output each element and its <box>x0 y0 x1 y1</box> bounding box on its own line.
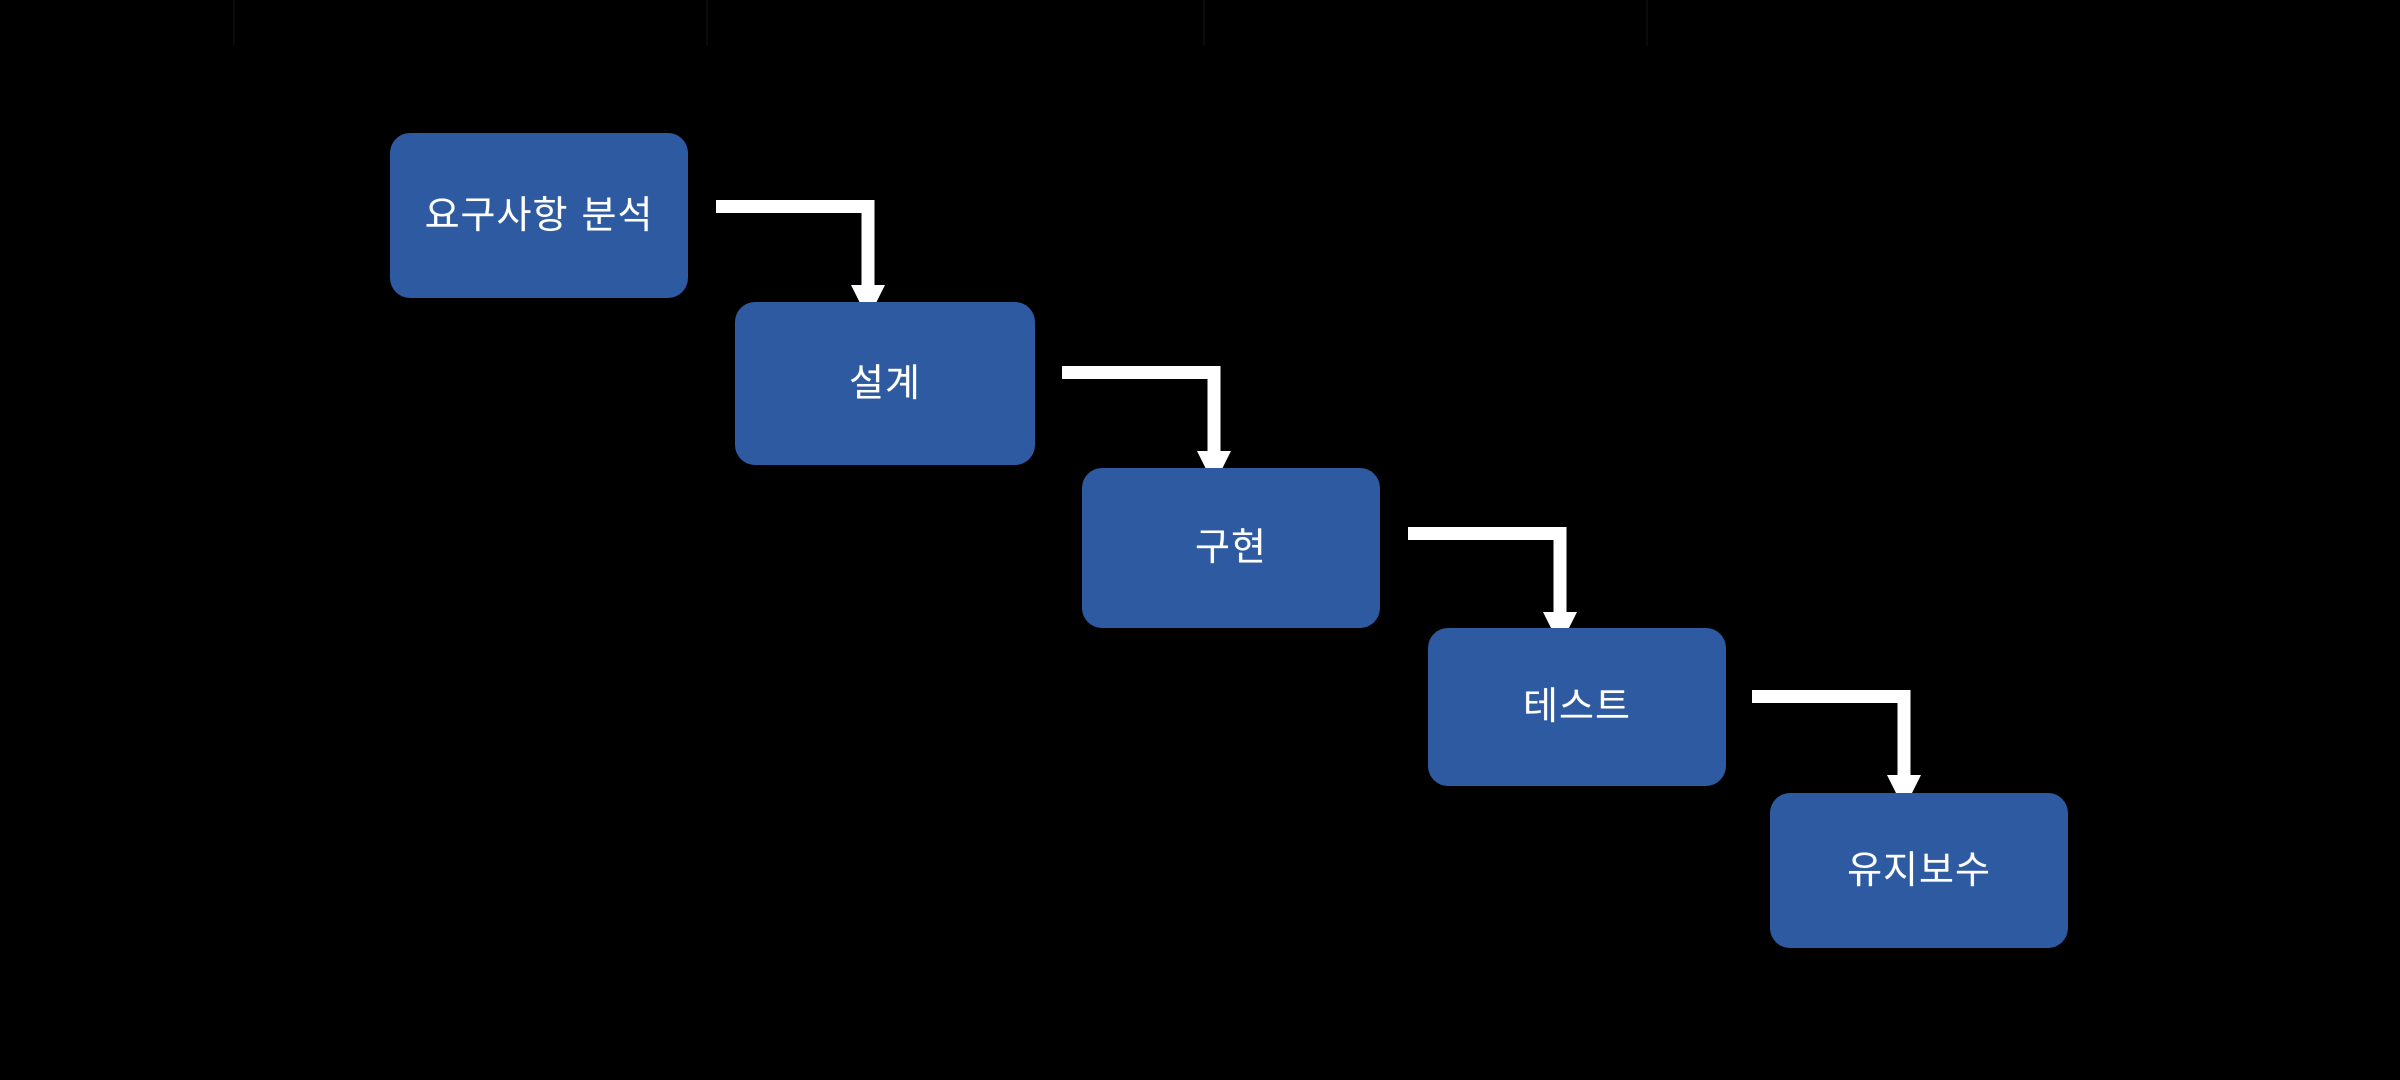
stage-box-maintenance[interactable]: 유지보수 <box>1770 793 2068 948</box>
stage-label-implementation: 구현 <box>1195 525 1267 570</box>
stage-label-design: 설계 <box>849 360 921 405</box>
stage-box-implementation[interactable]: 구현 <box>1082 468 1380 628</box>
background-noise-mark <box>233 0 235 46</box>
stage-box-requirements[interactable]: 요구사항 분석 <box>390 133 688 298</box>
stage-label-requirements: 요구사항 분석 <box>424 192 654 237</box>
background-noise-mark <box>1646 0 1648 46</box>
connector-arrow <box>1752 690 1921 809</box>
stage-label-test: 테스트 <box>1523 684 1631 729</box>
background-noise-mark <box>1203 0 1205 46</box>
background-noise-mark <box>706 0 708 46</box>
stage-label-maintenance: 유지보수 <box>1847 847 1991 892</box>
stage-box-test[interactable]: 테스트 <box>1428 628 1726 786</box>
stage-box-design[interactable]: 설계 <box>735 302 1035 465</box>
arrow-shape <box>1752 690 1921 809</box>
